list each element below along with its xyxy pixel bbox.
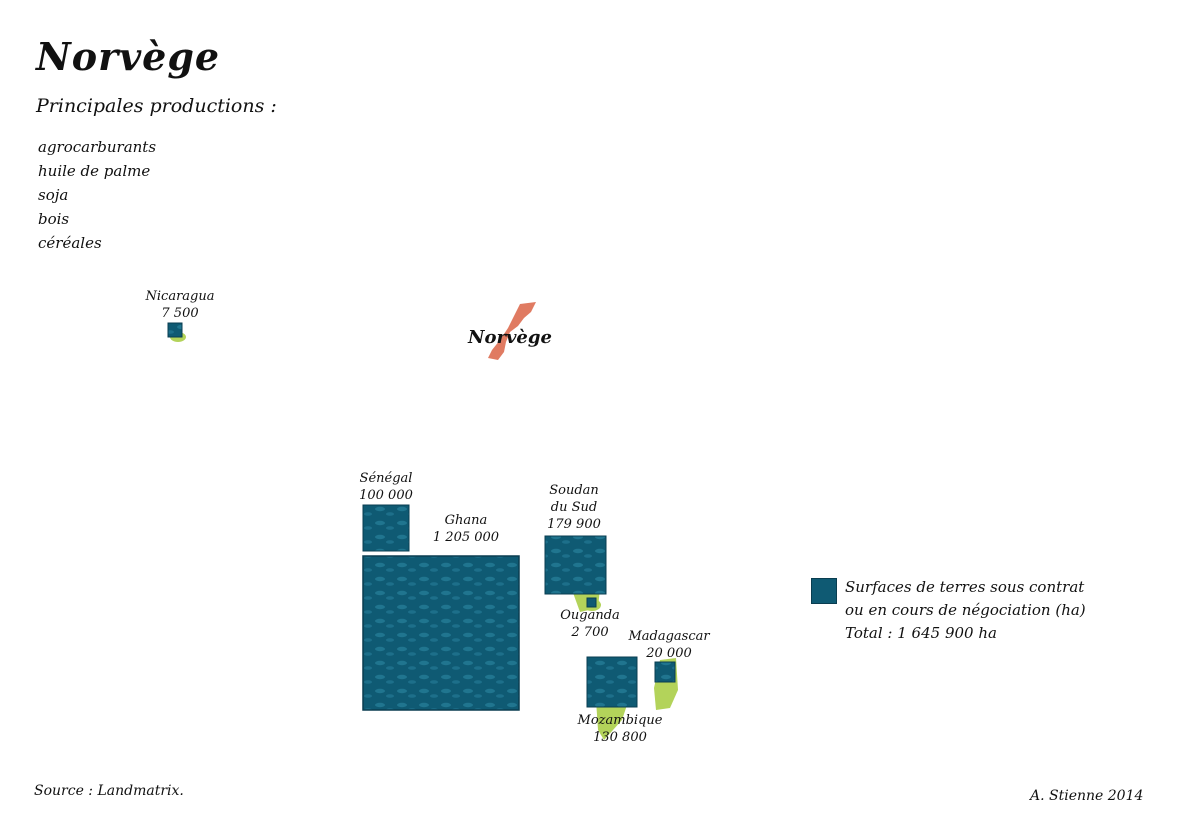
senegal-square — [362, 504, 410, 552]
country-value: 179 900 — [547, 517, 601, 532]
legend-line1: Surfaces de terres sous contrat — [845, 578, 1085, 596]
country-name: Sénégal — [359, 471, 413, 486]
madagascar-square — [654, 661, 676, 683]
country-value: 130 800 — [593, 730, 647, 745]
legend-total: Total : 1 645 900 ha — [845, 624, 997, 642]
madagascar-label: Madagascar 20 000 — [626, 628, 712, 662]
author-credit: A. Stienne 2014 — [1030, 788, 1144, 804]
country-name: Nicaragua — [145, 289, 215, 304]
legend: Surfaces de terres sous contrat ou en co… — [845, 576, 1086, 645]
country-name-line1: Soudan — [549, 483, 599, 498]
ghana-label: Ghana 1 205 000 — [424, 512, 508, 546]
country-value: 20 000 — [646, 646, 692, 661]
legend-line2: ou en cours de négociation (ha) — [845, 601, 1086, 619]
country-value: 100 000 — [359, 488, 413, 503]
production-item: agrocarburants — [38, 138, 157, 156]
south-sudan-square — [544, 535, 607, 595]
production-item: huile de palme — [38, 162, 151, 180]
country-name-line2: du Sud — [550, 500, 598, 515]
ghana-square — [362, 555, 520, 711]
uganda-label: Ouganda 2 700 — [552, 607, 628, 641]
country-value: 7 500 — [161, 306, 199, 321]
productions-heading: Principales productions : — [36, 95, 277, 117]
country-name: Madagascar — [628, 629, 710, 644]
senegal-label: Sénégal 100 000 — [348, 470, 424, 504]
source-note: Source : Landmatrix. — [34, 783, 184, 799]
country-name: Mozambique — [577, 713, 663, 728]
norway-label: Norvège — [468, 327, 552, 348]
south-sudan-label: Soudan du Sud 179 900 — [536, 482, 612, 533]
production-item: bois — [38, 210, 70, 228]
country-value: 1 205 000 — [432, 530, 500, 545]
productions-list: agrocarburants huile de palme soja bois … — [38, 135, 156, 255]
country-value: 2 700 — [571, 625, 609, 640]
norway-shape — [488, 302, 536, 360]
uganda-square — [586, 597, 597, 608]
country-name: Ghana — [444, 513, 488, 528]
country-name: Ouganda — [560, 608, 620, 623]
map-title: Norvège — [36, 34, 221, 79]
legend-swatch — [811, 578, 837, 604]
production-item: céréales — [38, 234, 102, 252]
production-item: soja — [38, 186, 69, 204]
nicaragua-square — [167, 322, 183, 338]
mozambique-square — [586, 656, 638, 708]
nicaragua-label: Nicaragua 7 500 — [135, 288, 225, 322]
mozambique-label: Mozambique 130 800 — [568, 712, 672, 746]
